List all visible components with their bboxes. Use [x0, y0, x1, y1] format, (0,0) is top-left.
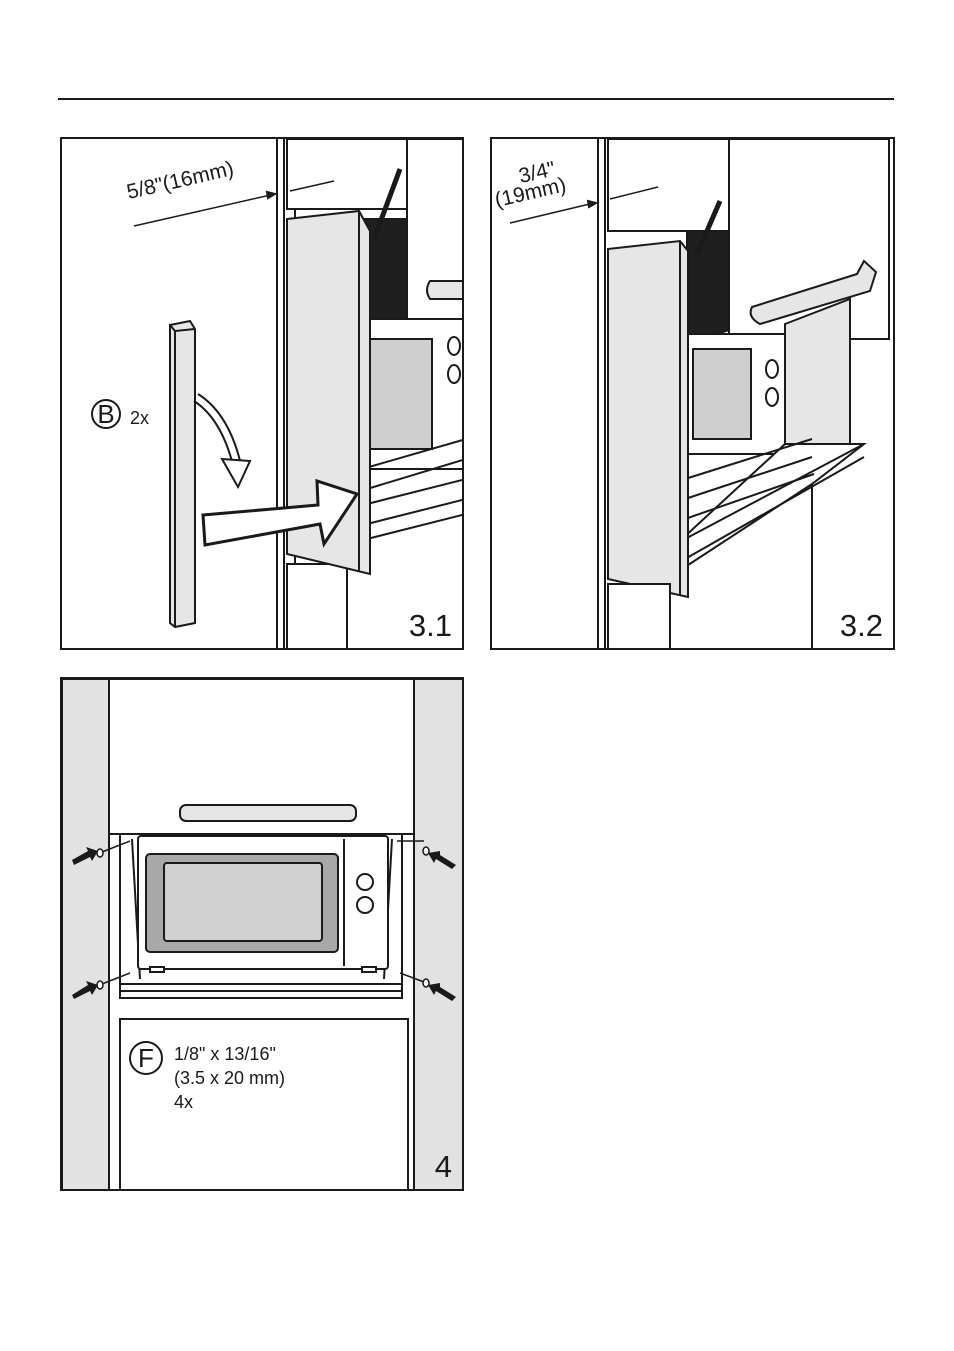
figure-number-4: 4 — [435, 1149, 452, 1185]
figure-4-drawing — [62, 679, 464, 1191]
figure-number-3-1: 3.1 — [409, 608, 452, 644]
part-b-count: 2x — [130, 407, 149, 430]
part-b-badge: B — [91, 399, 121, 429]
figure-number-3-2: 3.2 — [840, 608, 883, 644]
screw-size-imperial: 1/8" x 13/16" — [174, 1043, 276, 1066]
screw-count: 4x — [174, 1091, 193, 1114]
figure-3-1-panel: 5/8"(16mm) B 2x 3.1 — [60, 137, 464, 650]
figure-4-panel: F 1/8" x 13/16" (3.5 x 20 mm) 4x 4 — [60, 677, 464, 1191]
figure-3-2-drawing — [492, 139, 895, 650]
figure-3-2-panel: 3/4" (19mm) 3.2 — [490, 137, 895, 650]
part-f-badge: F — [129, 1041, 163, 1075]
screw-size-metric: (3.5 x 20 mm) — [174, 1067, 285, 1090]
figure-3-1-drawing — [62, 139, 464, 650]
header-rule — [58, 98, 894, 100]
